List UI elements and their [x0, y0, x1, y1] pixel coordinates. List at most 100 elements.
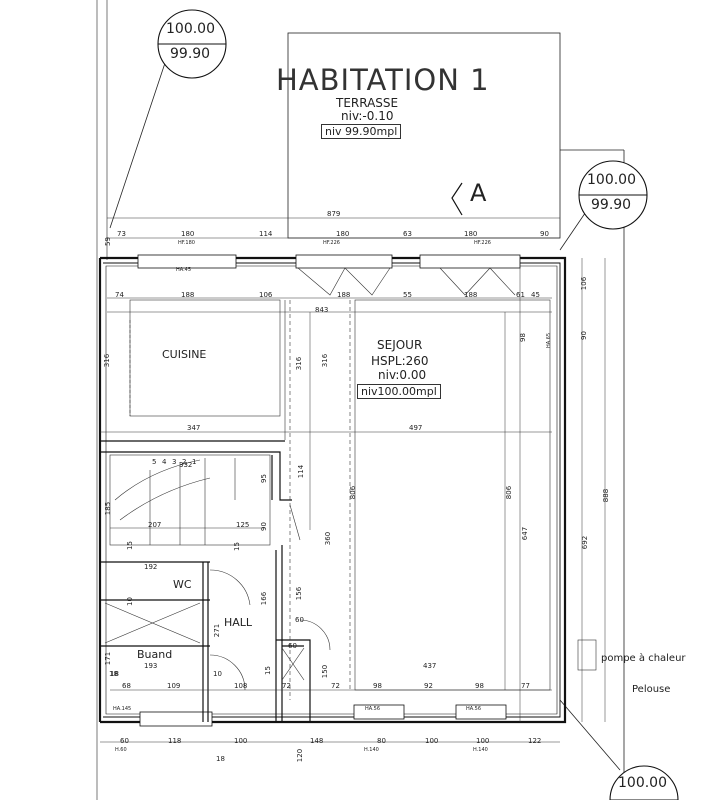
dim-vertical: 185 [104, 501, 113, 516]
dim-bottom-row: 98 [475, 682, 484, 690]
dim-hall: 332 [179, 461, 193, 469]
note-lawn: Pelouse [632, 684, 671, 695]
dim-top: 90 [540, 230, 549, 238]
dim-vertical: 316 [295, 356, 304, 371]
room-sejour-hspl: HSPL:260 [371, 354, 429, 368]
dim-vertical: 316 [103, 353, 112, 368]
dim-vertical: 360 [324, 531, 333, 546]
room-sejour: SEJOUR [377, 338, 423, 352]
door-tag-bottom: H.60 [115, 747, 127, 753]
dim-row3: 497 [409, 424, 423, 432]
dim-vertical: 114 [297, 464, 306, 479]
dim-bottom: 60 [120, 737, 129, 745]
stair-step-label: 4 [162, 458, 167, 466]
dim-vertical: 316 [321, 353, 330, 368]
room-sejour-level: niv:0.00 [378, 368, 427, 382]
dim-vertical: 15 [232, 542, 241, 551]
window-tag: HF.226 [323, 240, 340, 246]
window-tag-bottom: HA.145 [113, 706, 132, 712]
dim-overall-top: 879 [327, 210, 341, 218]
north-marker-symbol [451, 182, 463, 216]
dim-vertical: 120 [296, 748, 305, 763]
dim-bottom: 80 [377, 737, 386, 745]
dim-vertical: 888 [602, 488, 611, 503]
dim-bottom: 122 [528, 737, 542, 745]
level-mark-3 [609, 765, 679, 800]
dim-row2: 188 [181, 291, 195, 299]
window-tag-bottom: HA.56 [365, 706, 381, 712]
dim-bottom-row: 92 [424, 682, 433, 690]
dim-row3: 347 [187, 424, 201, 432]
dim-top: 73 [117, 230, 126, 238]
dim-row2: 45 [531, 291, 540, 299]
dim-bottom-row: 108 [234, 682, 248, 690]
window-tag: HF.180 [178, 240, 195, 246]
dim-bottom: 118 [168, 737, 182, 745]
dim-vertical: 150 [321, 664, 330, 679]
dim-bottom: 148 [310, 737, 324, 745]
dim-vertical: 692 [581, 535, 590, 550]
dim-bottom-row: 72 [282, 682, 291, 690]
level-mark-1-bottom: 99.90 [170, 46, 211, 62]
dim-top: 63 [403, 230, 412, 238]
dim-top: 180 [181, 230, 195, 238]
dim-vertical: 95 [259, 474, 268, 483]
dim-843: 843 [315, 306, 329, 314]
dim-vertical: 98 [518, 333, 527, 342]
stair-step-label: 2 [182, 458, 187, 466]
dim-vertical: 647 [521, 526, 530, 541]
dim-bottom-row: 72 [331, 682, 340, 690]
north-marker-label: A [470, 179, 487, 207]
dim-hall: 193 [144, 662, 158, 670]
dim-bottom: 100 [234, 737, 248, 745]
dim-hall: 207 [148, 521, 162, 529]
dim-bottom-row: 18 [109, 670, 118, 678]
room-buand: Buand [137, 648, 173, 661]
level-mark-1-top: 100.00 [166, 21, 215, 37]
dim-bottom: 100 [425, 737, 439, 745]
dim-vertical: 15 [125, 541, 134, 550]
dim-row2: 61 [516, 291, 525, 299]
room-sejour-level-box: niv100.00mpl [357, 384, 441, 399]
dim-bottom-row: 77 [521, 682, 530, 690]
dim-row2: 188 [464, 291, 478, 299]
dim-row2: 74 [115, 291, 124, 299]
side-tag-right: HA.65 [546, 332, 553, 349]
dim-vertical: 18 [110, 670, 119, 678]
door-tag-bottom: H.140 [473, 747, 488, 753]
dim-vertical: 10 [125, 597, 134, 606]
dim-hall: 125 [236, 521, 250, 529]
dim-vertical: 60 [295, 616, 304, 624]
room-hall: HALL [224, 616, 253, 629]
interior-walls [100, 440, 311, 722]
stair-step-label: 5 [152, 458, 157, 466]
room-wc: WC [173, 578, 192, 591]
dim-bottom-row: 68 [122, 682, 131, 690]
dim-hall: 437 [423, 662, 437, 670]
dim-vertical: 60 [288, 642, 297, 650]
dim-row2: 188 [337, 291, 351, 299]
terrace-level: niv:-0.10 [341, 109, 394, 123]
dim-vertical: 166 [260, 591, 269, 606]
room-cuisine: CUISINE [162, 348, 207, 361]
dim-top: 180 [336, 230, 350, 238]
dim-row2: 106 [259, 291, 273, 299]
dim-vertical: 806 [349, 485, 358, 500]
dim-vertical: 156 [295, 586, 304, 601]
stair-step-label: 1 [192, 458, 197, 466]
dim-vertical: 106 [580, 276, 589, 291]
dim-vertical: 90 [259, 522, 268, 531]
stair-step-label: 3 [172, 458, 177, 466]
dim-bottom-row: 10 [213, 670, 222, 678]
note-heat-pump: pompe à chaleur [601, 653, 686, 664]
dim-top: 180 [464, 230, 478, 238]
door-tag-bottom: H.140 [364, 747, 379, 753]
dim-vertical: 271 [213, 623, 222, 638]
dim-vertical: 15 [263, 666, 272, 675]
dim-bottom-row: 98 [373, 682, 382, 690]
dim-top: 114 [259, 230, 273, 238]
dim-vertical: 171 [104, 651, 113, 666]
dim-row2: 55 [403, 291, 412, 299]
terrace-label: TERRASSE [336, 96, 399, 110]
